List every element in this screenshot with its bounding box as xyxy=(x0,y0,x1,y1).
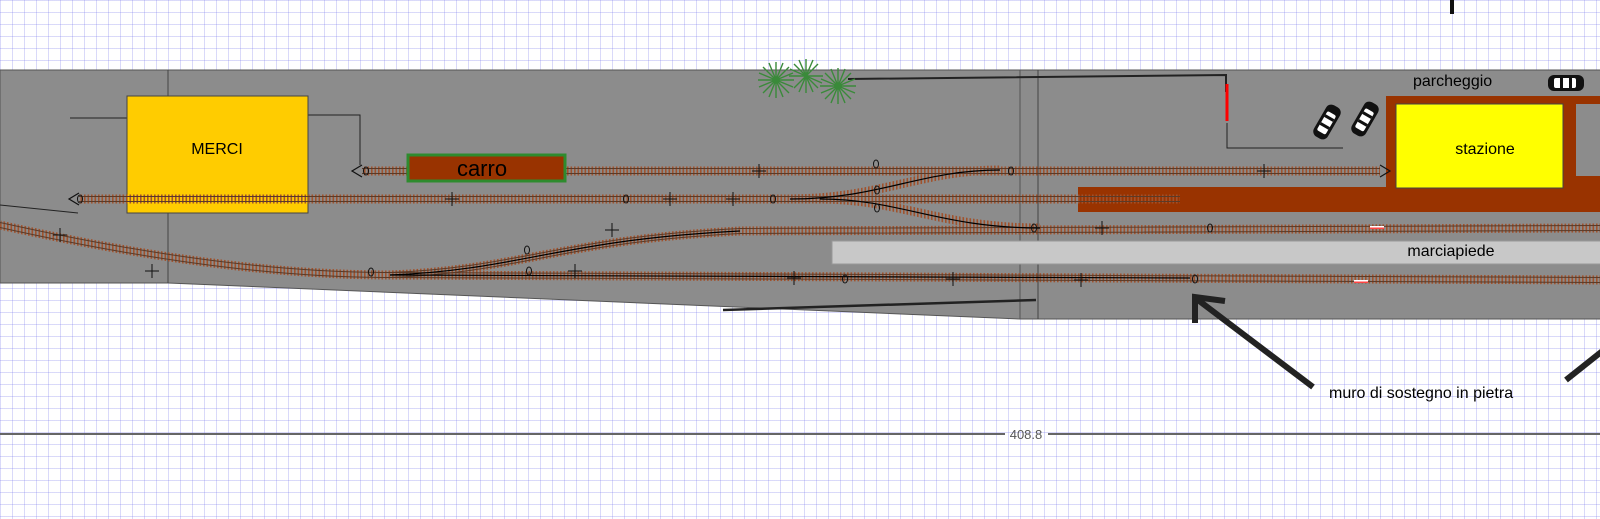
annotation-arrow-right xyxy=(1564,349,1600,383)
dimension-label: 408.8 xyxy=(1010,427,1043,442)
joint-marker xyxy=(368,267,374,277)
retaining-wall-label: muro di sostegno in pietra xyxy=(1329,385,1513,402)
marker-cross xyxy=(752,164,766,178)
signal-mark-main-red xyxy=(1370,227,1384,229)
joint-marker xyxy=(1192,274,1198,284)
marker-cross xyxy=(1074,273,1088,287)
freight-yard-outline-right xyxy=(308,114,361,165)
car-icon xyxy=(1351,101,1379,137)
marker-cross xyxy=(568,264,582,278)
buffer-stop-upper-right xyxy=(1379,164,1392,178)
track-joint-markers xyxy=(77,159,1213,284)
joint-marker xyxy=(524,245,530,255)
joint-marker xyxy=(526,266,532,276)
marker-cross xyxy=(445,192,459,206)
centre-line-turnout-up xyxy=(789,169,1001,200)
buffer-stop-upper-left xyxy=(350,164,363,178)
track-signal-marks xyxy=(1354,226,1384,283)
buffer-stop-freight-left xyxy=(67,192,80,206)
tree-group xyxy=(758,59,856,104)
centre-line-main xyxy=(389,230,741,276)
marker-cross xyxy=(605,223,619,237)
joint-marker xyxy=(873,159,879,169)
car-icon xyxy=(1313,104,1341,140)
retaining-wall-line xyxy=(722,298,1037,312)
rail-platform-a xyxy=(389,272,1600,278)
track-markers xyxy=(53,164,1271,287)
station-building xyxy=(1395,103,1564,189)
wagon[interactable] xyxy=(406,153,567,183)
outline-lines xyxy=(0,114,1343,214)
joint-marker xyxy=(77,194,83,204)
platform-label: marciapiede xyxy=(1407,243,1494,260)
joint-marker xyxy=(874,185,880,195)
station-side-annex xyxy=(1576,104,1600,176)
track-centre-lines xyxy=(389,169,1191,279)
buffer-stops xyxy=(67,164,1392,206)
annotation-arrow xyxy=(1192,293,1315,390)
joint-marker xyxy=(874,203,880,213)
joint-marker xyxy=(770,194,776,204)
marker-cross xyxy=(1257,164,1271,178)
parking-label: parcheggio xyxy=(1413,73,1492,90)
tree-icon xyxy=(820,68,856,104)
joint-marker xyxy=(363,166,369,176)
marker-cross xyxy=(53,228,67,242)
platform xyxy=(831,240,1600,265)
signal-mark-platform-red xyxy=(1354,281,1368,283)
marker-cross xyxy=(787,271,801,285)
freight-building-label: MERCI xyxy=(191,141,243,158)
wagon-label: carro xyxy=(457,156,507,181)
marker-cross xyxy=(1095,221,1109,235)
marker-cross xyxy=(145,264,159,278)
marker-cross xyxy=(946,272,960,286)
joint-marker xyxy=(1207,223,1213,233)
marker-cross xyxy=(726,192,740,206)
joint-marker xyxy=(623,194,629,204)
joint-marker xyxy=(842,274,848,284)
car-icon xyxy=(1548,75,1584,91)
rail-platform-b xyxy=(389,277,1600,283)
joint-marker xyxy=(1031,223,1037,233)
tree-icon xyxy=(789,59,823,93)
tree-icon xyxy=(758,62,794,98)
corner-marker xyxy=(1450,0,1454,14)
freight-yard-outline-edge xyxy=(0,204,79,214)
dimension-line: 408.8 xyxy=(0,427,1600,442)
marker-cross xyxy=(663,192,677,206)
parking-fence-line xyxy=(1226,123,1343,149)
centre-line-turnout-down xyxy=(819,198,1041,229)
freight-building xyxy=(126,95,309,214)
joint-marker xyxy=(1008,166,1014,176)
centre-line-platform xyxy=(389,274,1191,279)
station-label: stazione xyxy=(1455,141,1515,158)
